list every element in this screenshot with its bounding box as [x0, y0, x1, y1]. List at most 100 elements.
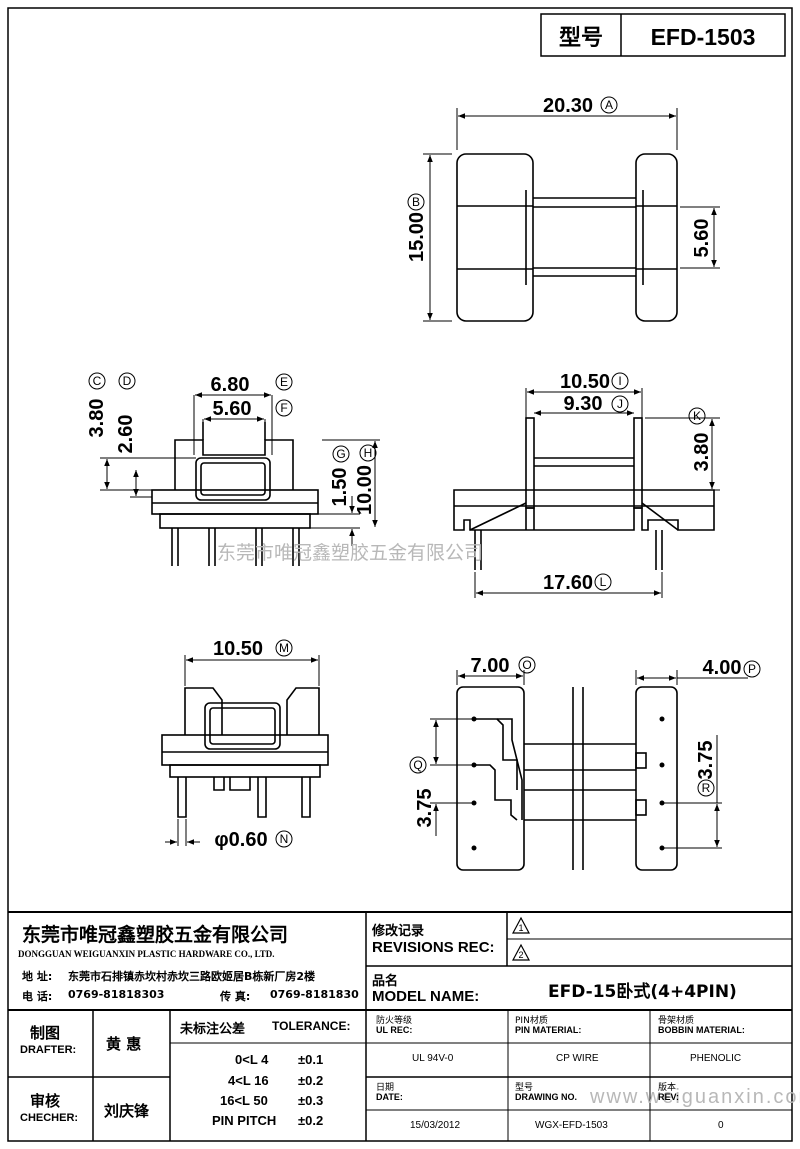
dim-R-value: 3.75	[695, 741, 717, 780]
revision-mark-1: 1	[518, 923, 523, 933]
bottom-front-dims	[165, 655, 320, 846]
tolerance-value-4: ±0.2	[298, 1113, 324, 1128]
model-header-label: 型号	[559, 26, 603, 51]
model-name-value: EFD-15卧式(4+4PIN)	[548, 982, 737, 1002]
sheet-border	[7, 7, 793, 1142]
version-label-cn: 版本	[658, 1083, 677, 1093]
dim-D-value: 2.60	[115, 415, 137, 454]
dim-I-value: 10.50	[560, 371, 610, 393]
address-label: 地 址:	[22, 970, 53, 983]
svg-text:D: D	[123, 374, 132, 388]
pin-layout-view	[456, 686, 678, 871]
dim-B-value: 15.00	[406, 212, 428, 262]
tolerance-value-1: ±0.1	[298, 1052, 324, 1067]
watermark-url: www.weiguanxin.com	[590, 1086, 800, 1108]
tolerance-range-2: 4<L 16	[228, 1073, 269, 1088]
dim-K-value: 3.80	[691, 433, 713, 472]
label-O-marker: O	[518, 656, 536, 674]
version-value: 0	[718, 1120, 724, 1131]
dim-O-value: 7.00	[471, 655, 510, 677]
svg-text:K: K	[693, 409, 701, 423]
pin-layout-dims	[430, 670, 748, 849]
label-P-marker: P	[743, 660, 761, 678]
side-view-dims	[474, 388, 720, 598]
svg-text:B: B	[412, 195, 420, 209]
front-view	[151, 422, 319, 566]
svg-text:E: E	[280, 375, 288, 389]
address-value: 东莞市石排镇赤坎村赤坎三路欧姬居B栋新厂房2楼	[68, 970, 316, 983]
model-header-box: 型号 EFD-1503	[540, 13, 786, 57]
svg-text:N: N	[280, 832, 289, 846]
drawing-no-label-cn: 型号	[515, 1083, 534, 1093]
front-view-dims	[100, 392, 380, 546]
dim-E-value: 6.80	[211, 374, 250, 396]
revisions-label-en: REVISIONS REC:	[372, 939, 495, 956]
dim-5-60-value: 5.60	[691, 219, 713, 258]
tolerance-value-2: ±0.2	[298, 1073, 324, 1088]
revisions-label-cn: 修改记录	[372, 924, 425, 939]
checker-label-en: CHECHER:	[20, 1112, 79, 1124]
svg-text:A: A	[605, 98, 613, 112]
version-label-en: REV:	[658, 1092, 680, 1102]
dim-M-value: 10.50	[213, 638, 263, 660]
label-D-marker: D	[118, 372, 136, 390]
dim-G-value: 1.50	[329, 468, 351, 507]
svg-text:O: O	[522, 658, 531, 672]
label-L-marker: L	[594, 573, 612, 591]
model-name-label-cn: 品名	[372, 974, 399, 989]
checker-name: 刘庆锋	[104, 1102, 150, 1120]
phone-label: 电 话:	[22, 990, 53, 1003]
watermark-text: 东莞市唯冠鑫塑胶五金有限公司	[217, 542, 484, 564]
label-M-marker: M	[275, 639, 293, 657]
checker-label-cn: 审核	[30, 1092, 61, 1110]
dim-F-value: 5.60	[213, 398, 252, 420]
date-label-cn: 日期	[376, 1083, 395, 1093]
svg-text:L: L	[600, 575, 607, 589]
top-view-dims	[423, 108, 720, 322]
fax-value: 0769-8181830	[270, 988, 359, 1001]
svg-text:J: J	[617, 397, 623, 411]
fire-rating-value: UL 94V-0	[412, 1053, 454, 1064]
dim-Q-value: 3.75	[414, 789, 436, 828]
bobbin-material-label-cn: 骨架材质	[658, 1016, 695, 1026]
label-G-marker: G	[332, 445, 350, 463]
label-A-marker: A	[600, 96, 618, 114]
svg-text:M: M	[279, 641, 289, 655]
date-label-en: DATE:	[376, 1092, 403, 1102]
dim-L-value: 17.60	[543, 572, 593, 594]
tolerance-label-cn: 未标注公差	[180, 1022, 246, 1037]
svg-text:C: C	[93, 374, 102, 388]
revision-triangles	[512, 916, 530, 961]
label-J-marker: J	[611, 395, 629, 413]
pin-dots	[471, 716, 665, 851]
tolerance-range-1: 0<L 4	[235, 1052, 269, 1067]
fax-label: 传 真:	[220, 990, 251, 1003]
label-B-marker: B	[407, 193, 425, 211]
svg-text:Q: Q	[413, 758, 422, 772]
dim-C-value: 3.80	[86, 399, 108, 438]
tolerance-range-3: 16<L 50	[220, 1093, 268, 1108]
model-name-label-en: MODEL NAME:	[372, 988, 480, 1005]
label-Q-marker: Q	[409, 756, 427, 774]
svg-text:I: I	[618, 374, 621, 388]
tolerance-range-4: PIN PITCH	[212, 1113, 277, 1128]
drafter-label-en: DRAFTER:	[20, 1044, 77, 1056]
company-name-cn: 东莞市唯冠鑫塑胶五金有限公司	[22, 924, 289, 946]
tolerance-label-en: TOLERANCE:	[272, 1019, 351, 1033]
drafter-label-cn: 制图	[30, 1024, 61, 1042]
bobbin-material-value: PHENOLIC	[690, 1053, 742, 1064]
label-F-marker: F	[275, 399, 293, 417]
svg-text:P: P	[748, 662, 756, 676]
date-value: 15/03/2012	[410, 1120, 461, 1131]
label-H-marker: H	[359, 444, 377, 462]
dim-P-value: 4.00	[703, 657, 742, 679]
label-R-marker: R	[697, 779, 715, 797]
svg-text:F: F	[280, 401, 287, 415]
revision-mark-2: 2	[518, 950, 523, 960]
dim-A-value: 20.30	[543, 95, 593, 117]
title-block-grid	[8, 911, 792, 1141]
pin-material-value: CP WIRE	[556, 1053, 599, 1064]
model-header-value: EFD-1503	[651, 24, 756, 50]
